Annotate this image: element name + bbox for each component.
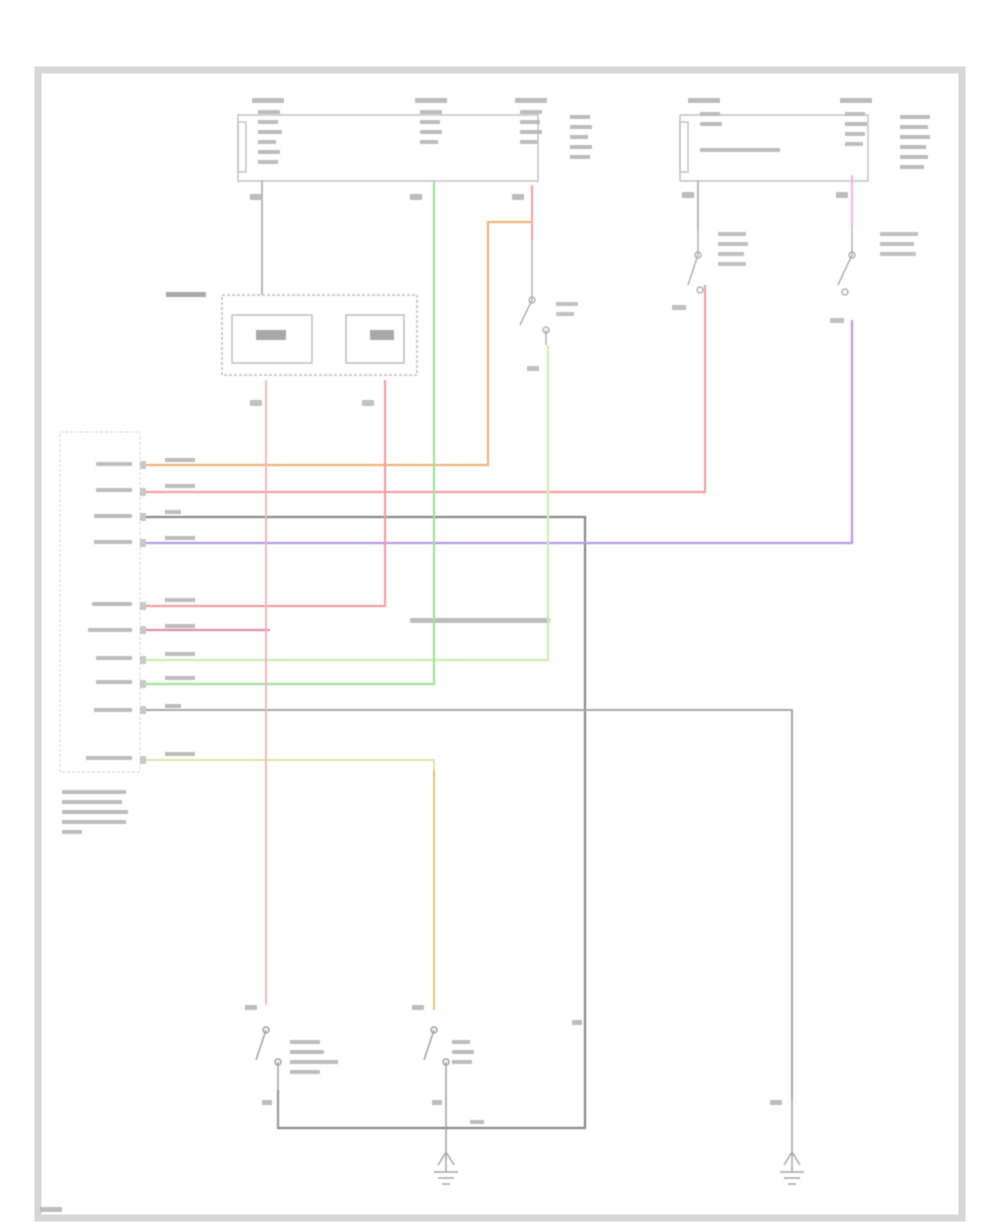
wire-dark-grey xyxy=(140,515,587,1130)
wire-red-2 xyxy=(140,380,387,608)
relay-icon xyxy=(166,292,394,340)
switch-icon xyxy=(423,1026,450,1160)
relay-box xyxy=(221,294,418,376)
switch-icon xyxy=(687,230,704,294)
connector-icon xyxy=(140,461,146,764)
component-labels xyxy=(250,232,918,406)
ground-icon xyxy=(434,1151,458,1185)
module-pin-labels xyxy=(62,458,550,834)
switch-icon xyxy=(837,230,856,296)
fuse-labels xyxy=(250,98,930,200)
diagram-frame xyxy=(34,66,966,1222)
wire-red-1 xyxy=(140,285,707,494)
wire-light-green xyxy=(140,345,550,662)
wire-grey xyxy=(140,709,793,1100)
fuse-block-left xyxy=(237,114,539,182)
wire-yellow-green xyxy=(140,759,435,1010)
wire-orange xyxy=(140,220,532,467)
wire-violet xyxy=(140,320,854,545)
wire-green xyxy=(140,180,436,686)
switch-icon xyxy=(255,1026,282,1128)
bottom-labels xyxy=(40,1005,782,1212)
switch-icon xyxy=(519,240,550,345)
fuse-block-right xyxy=(679,114,869,182)
ground-icon xyxy=(780,1100,804,1185)
